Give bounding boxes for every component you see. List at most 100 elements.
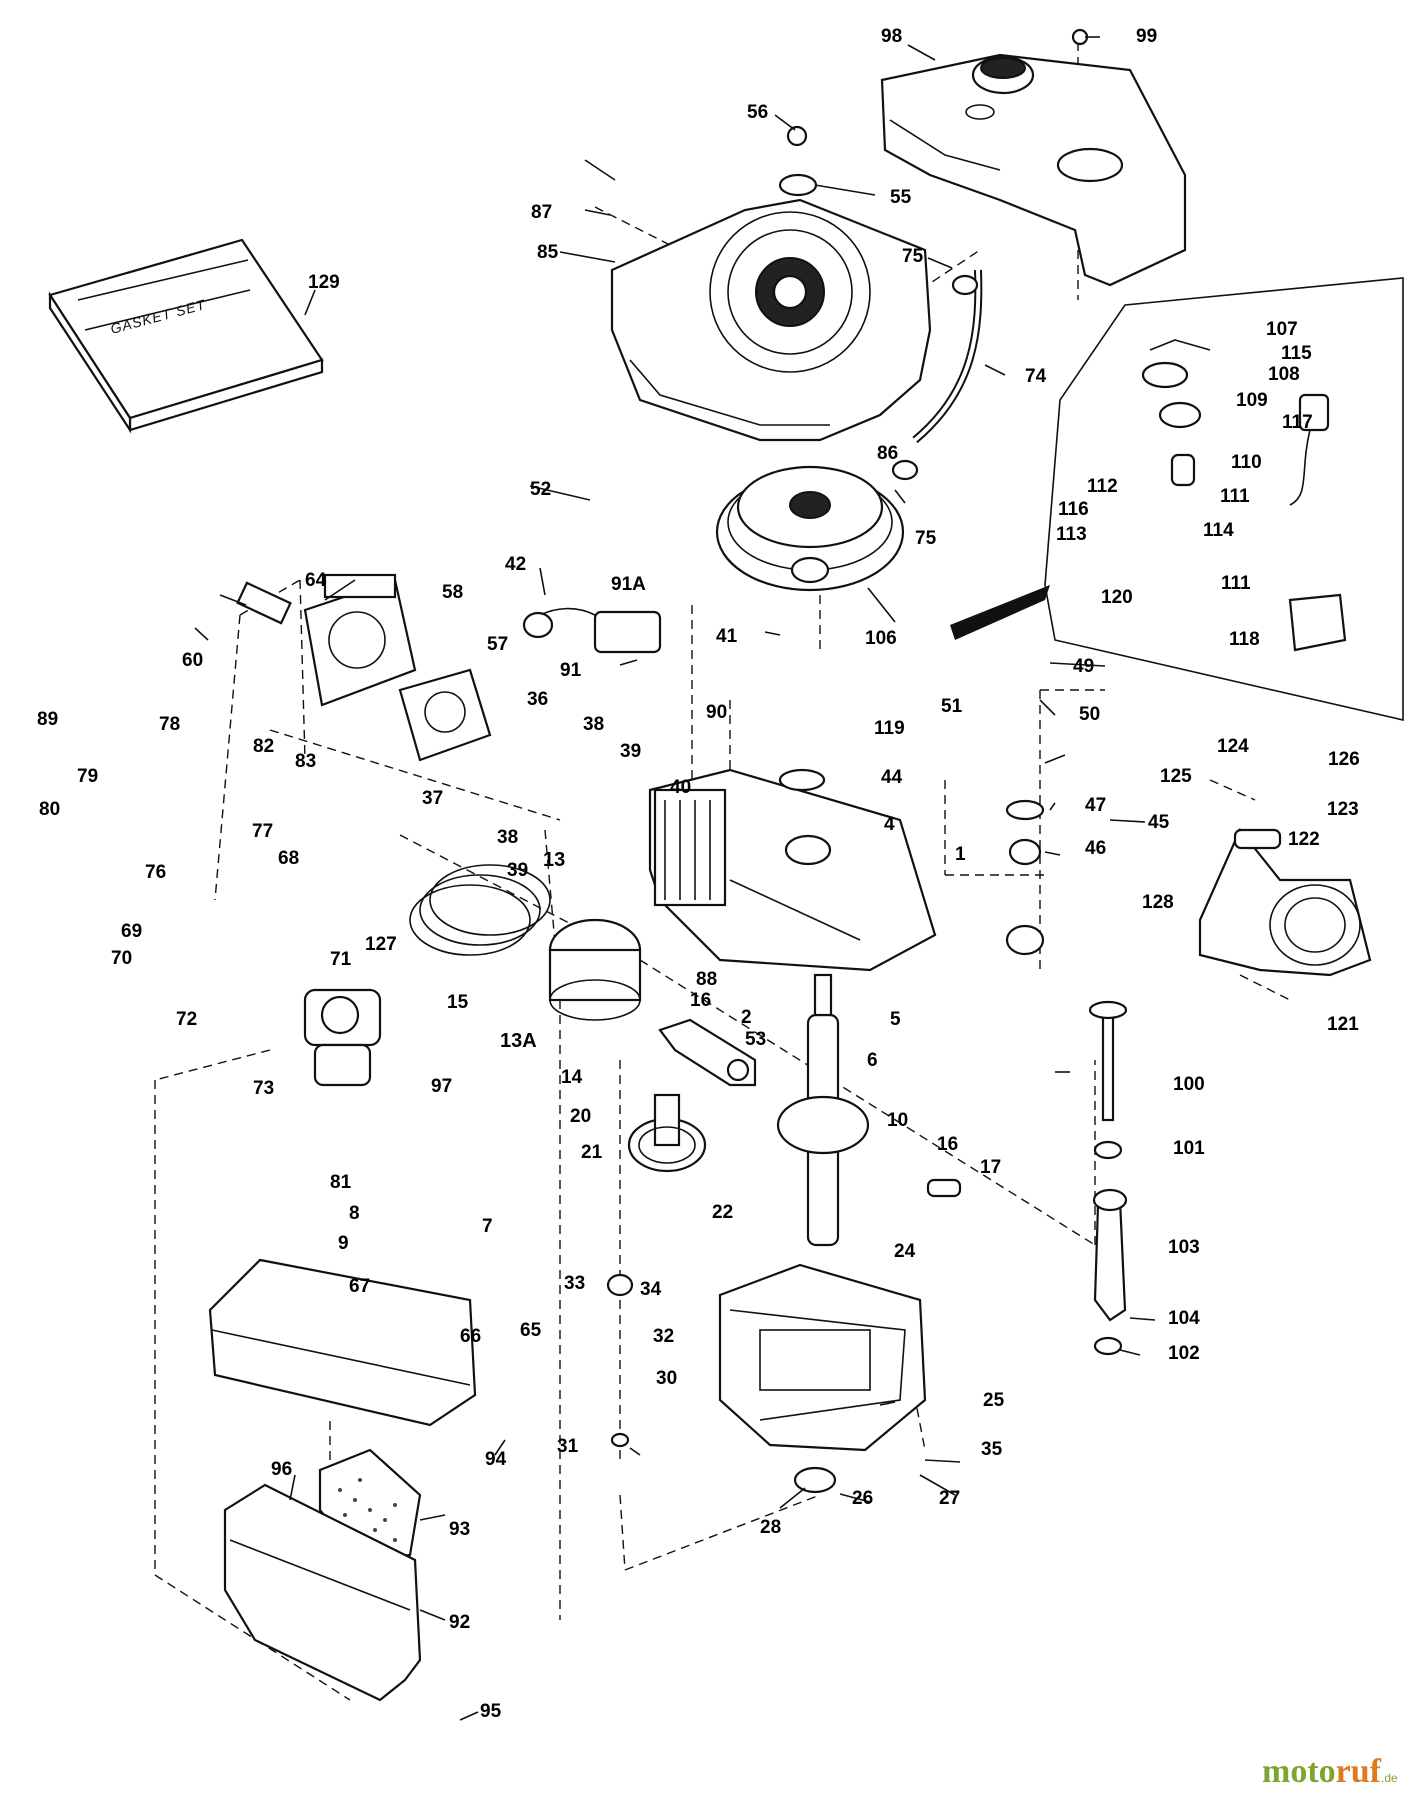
oil-sump-25 (718, 1263, 927, 1452)
callout-68: 68 (278, 848, 299, 869)
callout-92: 92 (449, 1612, 470, 1633)
carburetor-127 (303, 988, 382, 1087)
watermark-part1: moto (1262, 1753, 1336, 1790)
callout-71: 71 (330, 949, 352, 970)
callout-13a: 13A (500, 1030, 537, 1052)
callout-1: 1 (955, 844, 966, 865)
callout-31: 31 (557, 1436, 579, 1457)
callout-53: 53 (745, 1029, 766, 1050)
callout-79: 79 (77, 766, 98, 787)
callout-75-lower: 75 (915, 528, 937, 549)
callout-94: 94 (485, 1449, 507, 1470)
callout-46: 46 (1085, 838, 1106, 859)
callout-25: 25 (983, 1390, 1005, 1411)
flywheel-106 (715, 465, 905, 592)
callout-42: 42 (505, 554, 526, 575)
callout-124: 124 (1217, 736, 1249, 757)
callout-67: 67 (349, 1276, 370, 1297)
callout-123: 123 (1327, 799, 1359, 820)
callout-33: 33 (564, 1273, 585, 1294)
callout-118: 118 (1229, 629, 1260, 650)
svg-text:motoruf.de: motoruf.de (1262, 1753, 1398, 1790)
crankcase-cylinder-block-1 (648, 768, 937, 972)
callout-21: 21 (581, 1142, 603, 1163)
callout-91: 91 (560, 660, 582, 681)
callout-101: 101 (1173, 1138, 1205, 1159)
callout-96: 96 (271, 1459, 292, 1480)
callout-13: 13 (543, 849, 565, 871)
callout-103: 103 (1168, 1237, 1200, 1258)
callout-4: 4 (884, 814, 895, 835)
callout-78: 78 (159, 714, 180, 735)
callout-10: 10 (887, 1110, 908, 1131)
callout-110: 110 (1231, 452, 1262, 473)
callout-75-top: 75 (902, 246, 924, 267)
callout-47: 47 (1085, 795, 1106, 816)
callout-60: 60 (182, 650, 203, 671)
callout-117: 117 (1282, 412, 1313, 433)
piston-rings-15 (409, 864, 551, 956)
callout-113: 113 (1056, 524, 1087, 545)
callout-35: 35 (981, 1439, 1003, 1460)
callout-39-upper: 39 (620, 741, 641, 762)
callout-109: 109 (1236, 390, 1268, 411)
callout-97: 97 (431, 1076, 452, 1097)
callout-7: 7 (482, 1216, 493, 1237)
callout-16-upper: 16 (690, 990, 711, 1011)
callout-39-lower: 39 (507, 860, 528, 881)
motoruf-watermark: motoruf.de (1262, 1753, 1398, 1790)
callout-127: 127 (365, 934, 397, 955)
dipstick-100 (1088, 1000, 1128, 1122)
callout-108: 108 (1268, 364, 1300, 385)
callout-5: 5 (890, 1009, 901, 1030)
callout-17: 17 (980, 1157, 1001, 1178)
callout-32: 32 (653, 1326, 674, 1347)
watermark-suffix: .de (1381, 1771, 1398, 1785)
callout-70: 70 (111, 948, 132, 969)
callout-40: 40 (670, 777, 691, 798)
callout-111-upper: 111 (1220, 486, 1250, 507)
oil-fill-tube-104 (1092, 1188, 1128, 1322)
callout-36: 36 (527, 689, 548, 710)
callout-116: 116 (1058, 499, 1089, 520)
callout-104: 104 (1168, 1308, 1200, 1329)
callout-77: 77 (252, 821, 273, 842)
callout-52: 52 (530, 479, 551, 500)
callout-45: 45 (1148, 812, 1170, 833)
callout-26: 26 (852, 1488, 873, 1509)
callout-88: 88 (696, 969, 717, 990)
callout-106: 106 (865, 628, 897, 649)
callout-leaders (194, 36, 1156, 1721)
spark-plug-64 (219, 581, 292, 625)
callout-115: 115 (1281, 343, 1312, 364)
callout-65: 65 (520, 1320, 542, 1341)
callout-74: 74 (1025, 366, 1047, 387)
air-cleaner-cover-94 (208, 1258, 477, 1427)
callout-labels: 98 99 56 55 87 85 75 129 74 107 115 108 … (37, 26, 1360, 1722)
callout-15: 15 (447, 992, 469, 1013)
callout-91a: 91A (611, 574, 646, 595)
callout-98: 98 (881, 26, 902, 47)
ignition-coil-91 (522, 607, 662, 654)
callout-112: 112 (1087, 476, 1118, 497)
callout-90: 90 (706, 702, 727, 723)
callout-100: 100 (1173, 1074, 1205, 1095)
callout-51: 51 (941, 696, 963, 717)
callout-69: 69 (121, 921, 142, 942)
callout-58: 58 (442, 582, 463, 603)
gasket-set-129: GASKET SET (48, 238, 324, 434)
callout-50: 50 (1079, 704, 1100, 725)
callout-95: 95 (480, 1701, 502, 1722)
callout-76: 76 (145, 862, 166, 883)
blower-housing-85 (610, 198, 932, 442)
callout-72: 72 (176, 1009, 197, 1030)
callout-121: 121 (1327, 1014, 1359, 1035)
callout-16-lower: 16 (937, 1134, 958, 1155)
callout-6: 6 (867, 1050, 878, 1071)
callout-20: 20 (570, 1106, 591, 1127)
callout-8: 8 (349, 1203, 360, 1224)
callout-28: 28 (760, 1517, 781, 1538)
callout-56: 56 (747, 102, 768, 123)
callout-44: 44 (881, 767, 903, 788)
